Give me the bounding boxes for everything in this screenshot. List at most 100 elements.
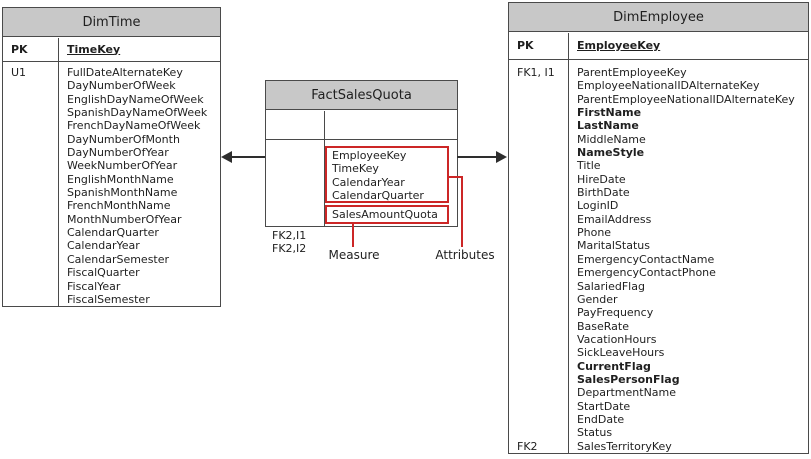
row-key-label xyxy=(3,266,58,279)
row-key-label xyxy=(509,159,568,172)
table-row: MonthNumberOfYear xyxy=(3,213,220,226)
dimemployee-title: DimEmployee xyxy=(613,9,704,25)
dimtime-body: U1 FullDateAlternateKey DayNumberOfWeek … xyxy=(3,62,220,306)
table-row: SpanishDayNameOfWeek xyxy=(3,106,220,119)
table-row: CalendarQuarter xyxy=(3,226,220,239)
field-name: DayNumberOfWeek xyxy=(67,79,176,93)
table-row: SalesAmountQuota xyxy=(332,208,447,221)
attributes-connector-vline xyxy=(461,176,463,247)
table-row: EmergencyContactPhone xyxy=(509,266,808,279)
table-dimemployee: DimEmployee PK EmployeeKey FK1, I1 Paren… xyxy=(508,2,809,454)
row-key-label xyxy=(509,426,568,439)
field-name: MiddleName xyxy=(577,132,646,146)
table-row: LastName xyxy=(509,119,808,132)
dimemployee-header: DimEmployee xyxy=(509,3,808,32)
dimemployee-pk-label: PK xyxy=(517,39,534,52)
field-name: Title xyxy=(577,159,601,173)
table-row: EnglishMonthName xyxy=(3,173,220,186)
row-key-label xyxy=(3,159,58,172)
row-key-label xyxy=(3,79,58,92)
table-row: CalendarYear xyxy=(3,239,220,252)
field-name: FrenchMonthName xyxy=(67,199,171,213)
field-name: StartDate xyxy=(577,399,631,413)
field-name: SpanishDayNameOfWeek xyxy=(67,106,208,120)
row-key-label xyxy=(509,360,568,373)
row-key-label xyxy=(3,119,58,132)
field-name: EmailAddress xyxy=(577,212,652,226)
row-key-label xyxy=(3,226,58,239)
factsalesquota-title: FactSalesQuota xyxy=(311,87,412,103)
field-name: EnglishMonthName xyxy=(67,172,174,186)
row-key-label xyxy=(509,413,568,426)
field-name: SalariedFlag xyxy=(577,279,645,293)
table-row: NameStyle xyxy=(509,146,808,159)
table-row: LoginID xyxy=(509,199,808,212)
field-name: EmployeeNationalIDAlternateKey xyxy=(577,79,760,93)
table-row: CalendarYear xyxy=(332,176,447,189)
field-name: ParentEmployeeNationalIDAlternateKey xyxy=(577,92,795,106)
field-name: EndDate xyxy=(577,412,625,426)
row-key-label xyxy=(509,373,568,386)
arrowhead-right-icon xyxy=(496,151,507,163)
row-key-label xyxy=(509,146,568,159)
table-row: DayNumberOfYear xyxy=(3,146,220,159)
table-row: SalariedFlag xyxy=(509,280,808,293)
table-row: FrenchDayNameOfWeek xyxy=(3,119,220,132)
dimtime-pk-row: PK TimeKey xyxy=(3,37,220,62)
field-name: CalendarYear xyxy=(332,175,405,189)
attributes-highlight-box: EmployeeKey TimeKey CalendarYear Calenda… xyxy=(325,146,449,203)
dimtime-pk-field: TimeKey xyxy=(67,42,121,56)
field-name: SickLeaveHours xyxy=(577,346,665,360)
row-key-label xyxy=(509,93,568,106)
table-row: BaseRate xyxy=(509,320,808,333)
measure-highlight-box: SalesAmountQuota xyxy=(325,205,449,224)
field-name: LoginID xyxy=(577,199,619,213)
field-name: PayFrequency xyxy=(577,306,654,320)
row-key-label: FK2 xyxy=(517,439,538,453)
row-key-label xyxy=(3,173,58,186)
row-key-label xyxy=(3,93,58,106)
row-key-label xyxy=(3,106,58,119)
dimemployee-body: FK1, I1 ParentEmployeeKey EmployeeNation… xyxy=(509,60,808,453)
field-name: DayNumberOfYear xyxy=(67,146,169,160)
row-key-label xyxy=(509,199,568,212)
row-key-label xyxy=(3,146,58,159)
field-name: BaseRate xyxy=(577,319,630,333)
field-name: EmergencyContactName xyxy=(577,252,715,266)
attributes-connector-hline xyxy=(448,176,463,178)
table-row: DayNumberOfWeek xyxy=(3,79,220,92)
row-key-label xyxy=(509,119,568,132)
table-row: FiscalQuarter xyxy=(3,266,220,279)
arrowhead-left-icon xyxy=(221,151,232,163)
table-factsalesquota: FactSalesQuota FK2,I1 FK2,I2 EmployeeKey… xyxy=(265,80,458,255)
attributes-label: Attributes xyxy=(435,248,495,262)
table-dimtime: DimTime PK TimeKey U1 FullDateAlternateK… xyxy=(2,7,221,307)
measure-label: Measure xyxy=(328,248,380,262)
table-row: PayFrequency xyxy=(509,306,808,319)
field-name: DayNumberOfMonth xyxy=(67,132,180,146)
table-row: EnglishDayNameOfWeek xyxy=(3,93,220,106)
field-name: CalendarSemester xyxy=(67,252,170,266)
table-row: DayNumberOfMonth xyxy=(3,133,220,146)
row-key-label xyxy=(509,333,568,346)
table-row: HireDate xyxy=(509,173,808,186)
table-row: Status xyxy=(509,426,808,439)
row-key-label xyxy=(3,199,58,212)
row-key-label xyxy=(509,79,568,92)
dimemployee-column-divider xyxy=(568,33,569,454)
dimtime-header: DimTime xyxy=(3,8,220,37)
row-key-label xyxy=(509,293,568,306)
field-name: CalendarQuarter xyxy=(67,226,159,240)
dimemployee-pk-field: EmployeeKey xyxy=(577,39,661,52)
table-row: FiscalYear xyxy=(3,280,220,293)
row-key-label xyxy=(3,239,58,252)
field-name: WeekNumberOfYear xyxy=(67,159,178,173)
table-row: Title xyxy=(509,159,808,172)
row-key-label xyxy=(3,213,58,226)
field-name: Gender xyxy=(577,292,618,306)
row-key-label xyxy=(509,266,568,279)
factsalesquota-column-divider xyxy=(324,111,325,227)
field-name: LastName xyxy=(577,119,639,133)
row-key-label xyxy=(509,320,568,333)
